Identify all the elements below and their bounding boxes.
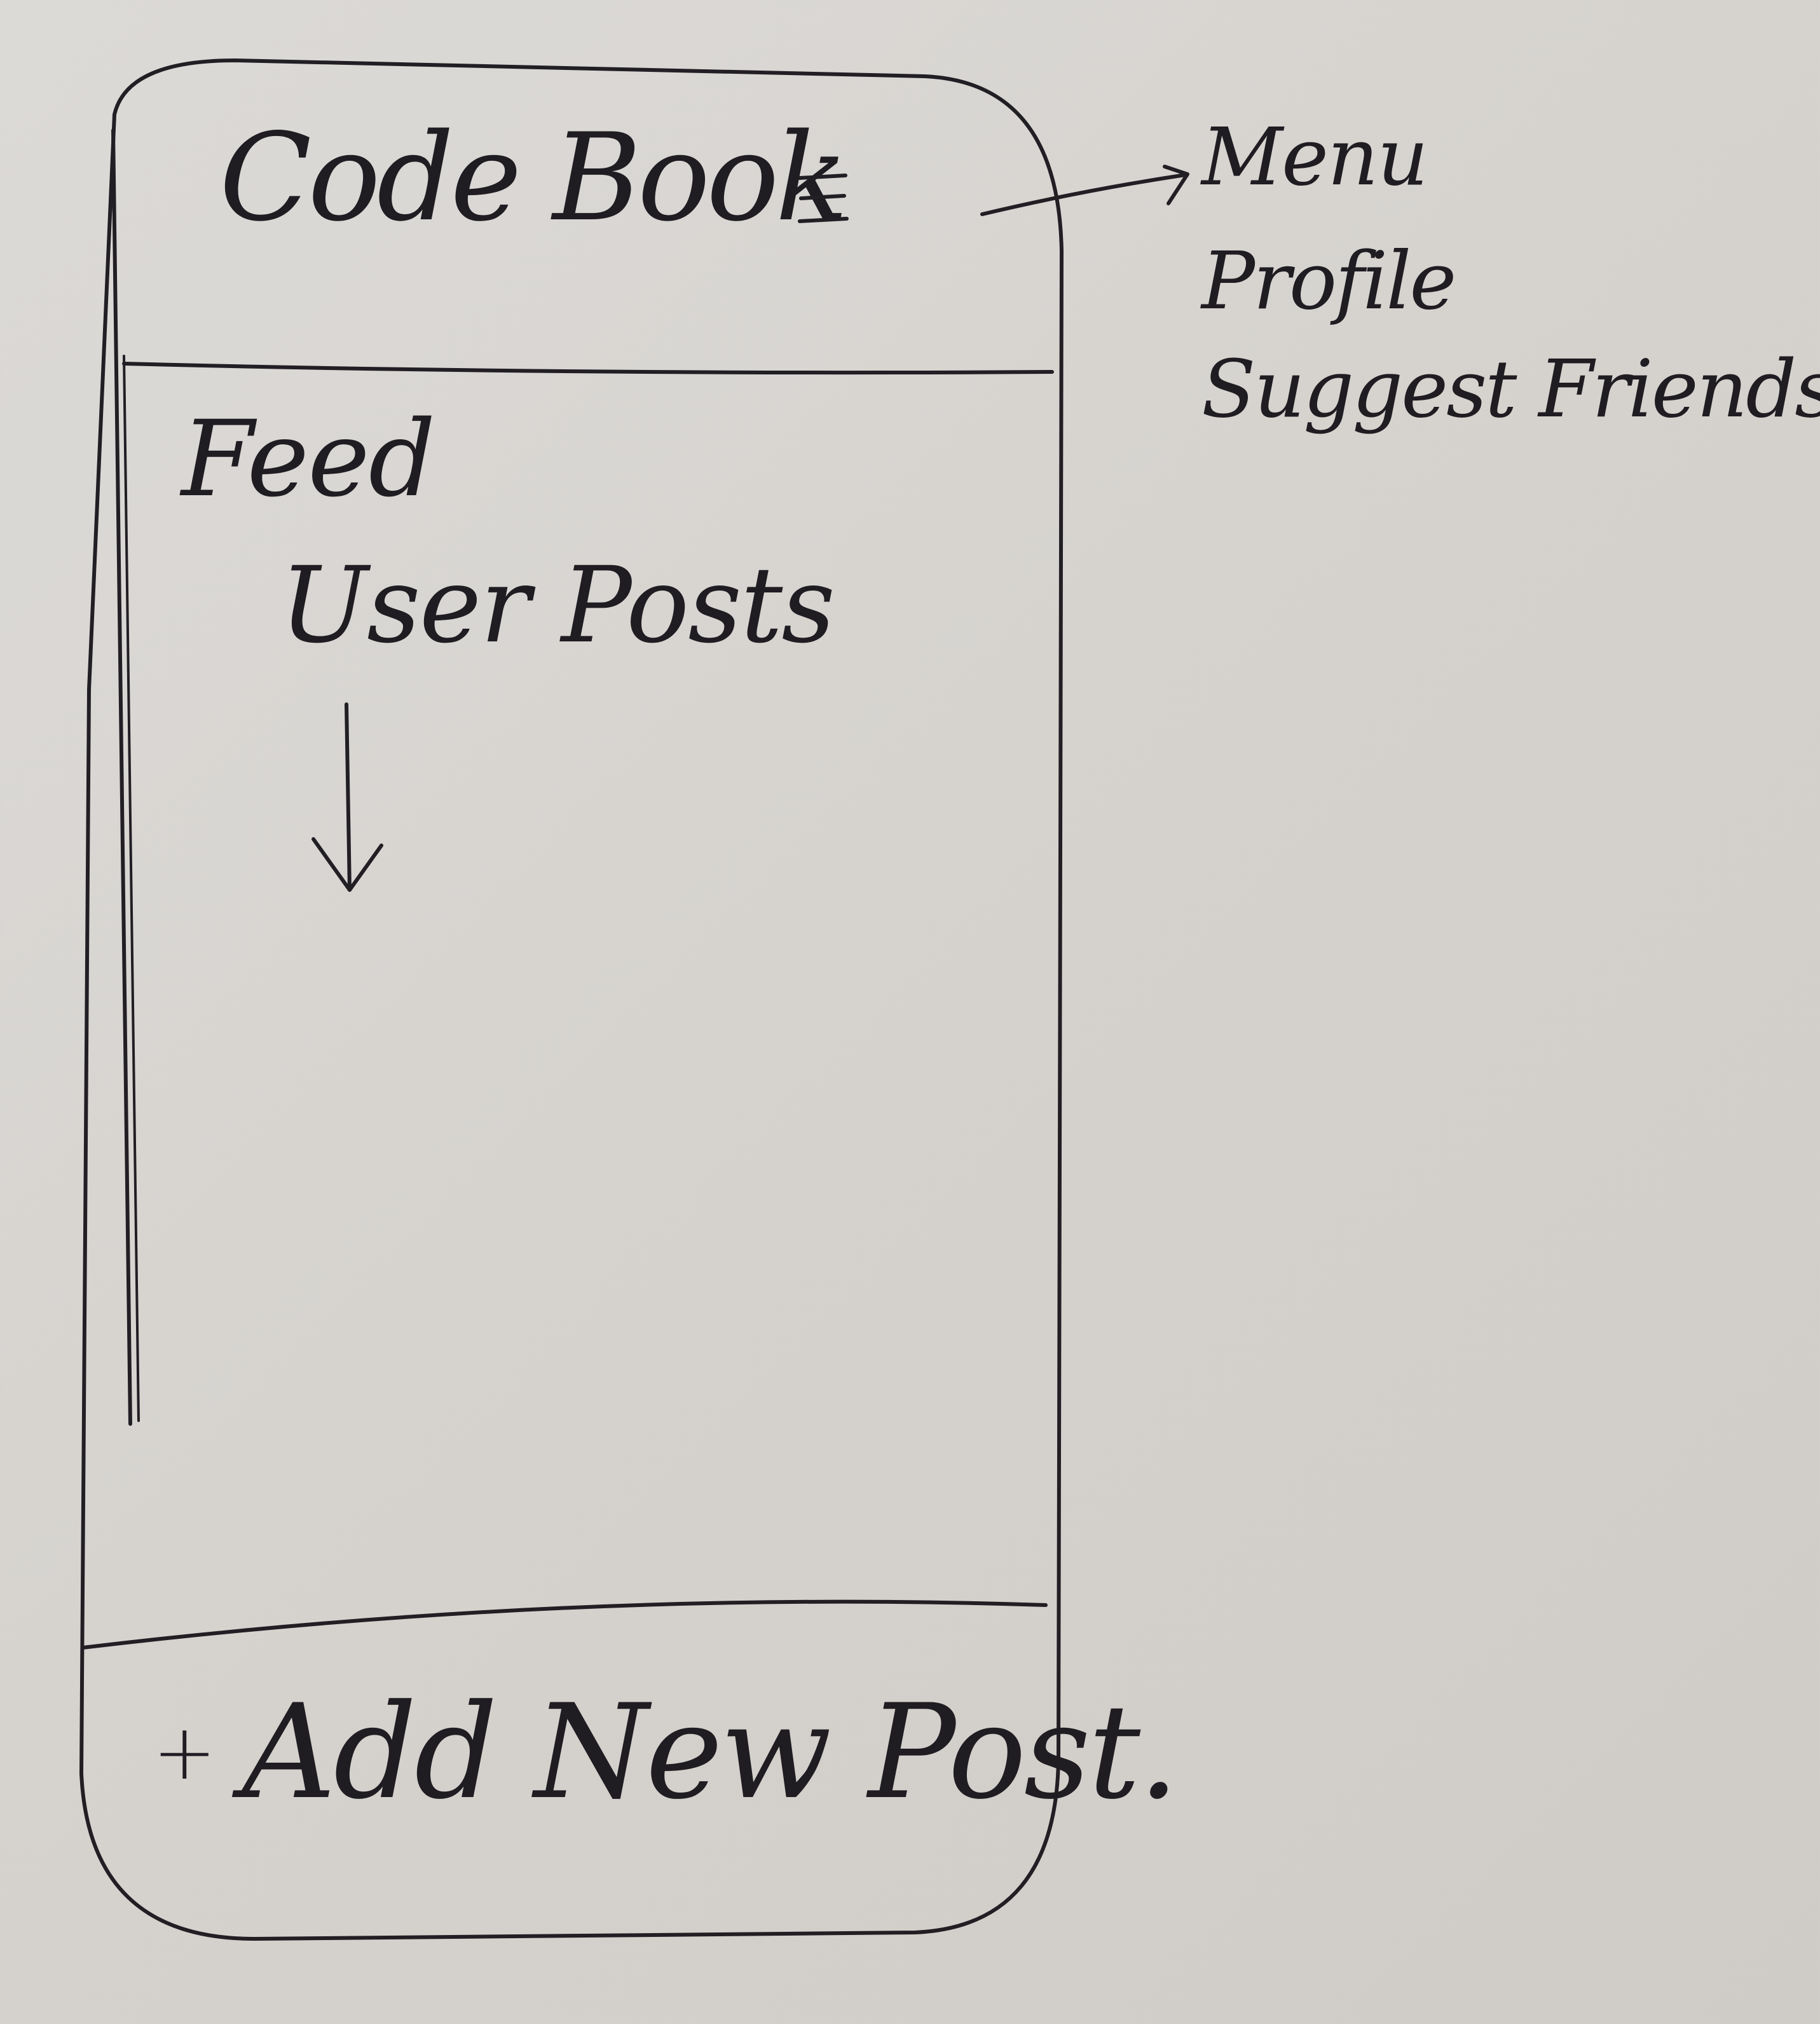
app-title: Code Book	[219, 107, 849, 248]
menu-callout-arrowhead	[1163, 165, 1189, 205]
header-divider	[122, 362, 1054, 375]
hamburger-icon[interactable]	[795, 170, 852, 228]
phone-frame-left-stroke	[111, 128, 132, 1426]
menu-heading: Menu	[1201, 111, 1428, 203]
menu-item-profile[interactable]: Profile	[1201, 235, 1456, 327]
scroll-down-arrowhead	[311, 837, 383, 892]
phone-frame	[79, 58, 1064, 1941]
menu-callout-arrow	[980, 173, 1187, 216]
scroll-down-arrow	[345, 702, 352, 892]
phone-frame-left-stroke-2	[123, 355, 140, 1422]
add-new-post-label: Add New Post.	[242, 1677, 1180, 1828]
feed-title: Feed	[181, 398, 435, 520]
footer-divider	[81, 1599, 1048, 1650]
menu-item-suggest-friends[interactable]: Suggest Friends.	[1201, 343, 1820, 435]
add-new-post-button[interactable]: + Add New Post.	[153, 1677, 1180, 1828]
plus-icon: +	[153, 1708, 217, 1797]
menu-annotation: Menu Profile Suggest Friends.	[1201, 118, 1820, 429]
user-posts-list: User Posts	[280, 544, 835, 666]
